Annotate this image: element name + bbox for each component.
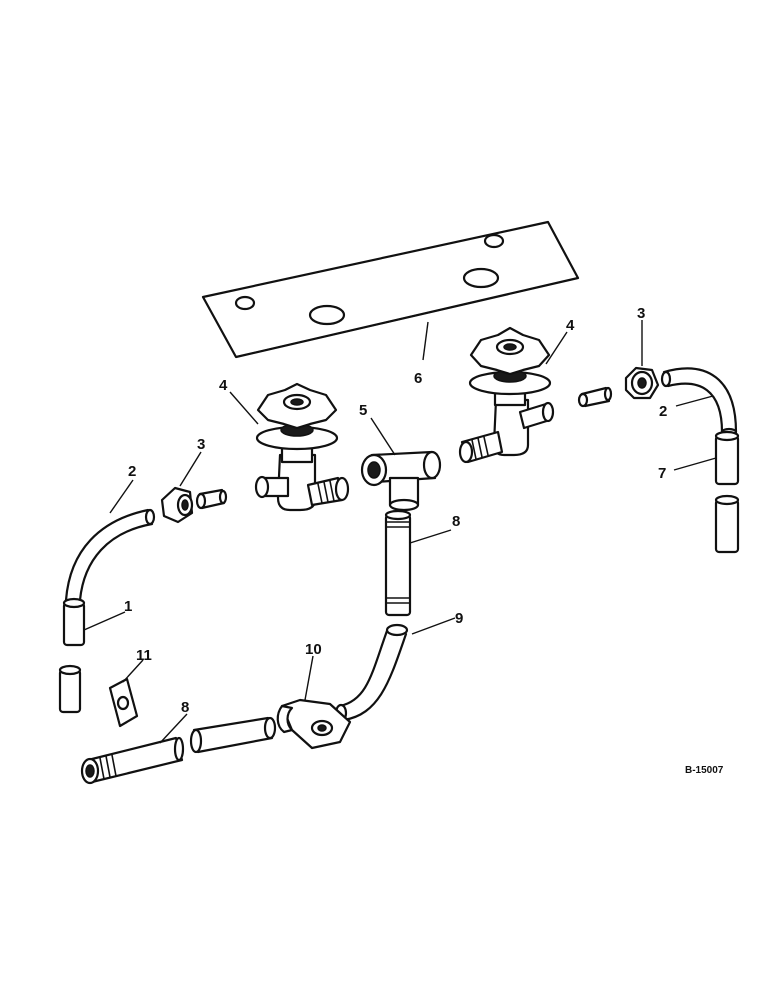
compression-sleeve-right — [577, 386, 613, 408]
leader-4-left — [229, 391, 259, 425]
pipe-nipple-lower — [80, 736, 185, 785]
leader-8-upper — [409, 529, 452, 544]
callout-2-left: 2 — [128, 463, 136, 480]
callouts: 1 2 2 3 3 4 4 5 6 7 8 8 9 10 11 — [124, 305, 667, 716]
callout-8-upper: 8 — [452, 513, 460, 530]
pipe-nipple-upper — [384, 509, 412, 617]
hose-bottom-center — [189, 716, 277, 754]
compression-nut-left — [160, 486, 194, 524]
leader-8-lower — [159, 713, 188, 744]
leader-2-left — [109, 479, 134, 514]
bent-tube-center — [334, 623, 409, 723]
leader-4-right — [545, 331, 568, 365]
leader-9 — [411, 617, 456, 635]
callout-4-left: 4 — [219, 377, 228, 394]
drawing-number: B-15007 — [685, 765, 724, 776]
hose-right — [714, 430, 740, 486]
callout-3-left: 3 — [197, 436, 205, 453]
hose-lower-left — [58, 664, 82, 714]
callout-7: 7 — [658, 465, 666, 482]
leader-6 — [422, 321, 429, 361]
hose-left — [62, 597, 86, 647]
bent-tube-left — [64, 508, 156, 602]
pipe-clip — [276, 698, 352, 750]
hose-lower-right — [714, 494, 740, 554]
leader-5 — [370, 417, 396, 456]
shutoff-valve-left — [254, 382, 350, 512]
gasket-plate — [201, 220, 580, 359]
leader-1 — [83, 611, 126, 631]
leader-10 — [304, 655, 314, 701]
callout-1: 1 — [124, 598, 132, 615]
callout-4-right: 4 — [566, 317, 575, 334]
callout-6: 6 — [414, 370, 422, 387]
pipe-tee — [360, 450, 442, 512]
callout-5: 5 — [359, 402, 367, 419]
leader-2-right — [675, 395, 714, 407]
callout-8-lower: 8 — [181, 699, 189, 716]
callout-11: 11 — [136, 647, 152, 664]
leader-lines — [83, 320, 717, 744]
callout-2-right: 2 — [659, 403, 667, 420]
bent-tube-right — [660, 367, 738, 437]
callout-9: 9 — [455, 610, 463, 627]
compression-nut-right — [624, 366, 660, 400]
shim-plate — [108, 677, 139, 728]
compression-sleeve-left — [195, 488, 228, 510]
callout-3-right: 3 — [637, 305, 645, 322]
shutoff-valve-right — [458, 326, 555, 464]
leader-3-left — [179, 451, 202, 487]
leader-11 — [122, 659, 144, 683]
callout-10: 10 — [305, 641, 322, 658]
leader-7 — [673, 457, 717, 471]
